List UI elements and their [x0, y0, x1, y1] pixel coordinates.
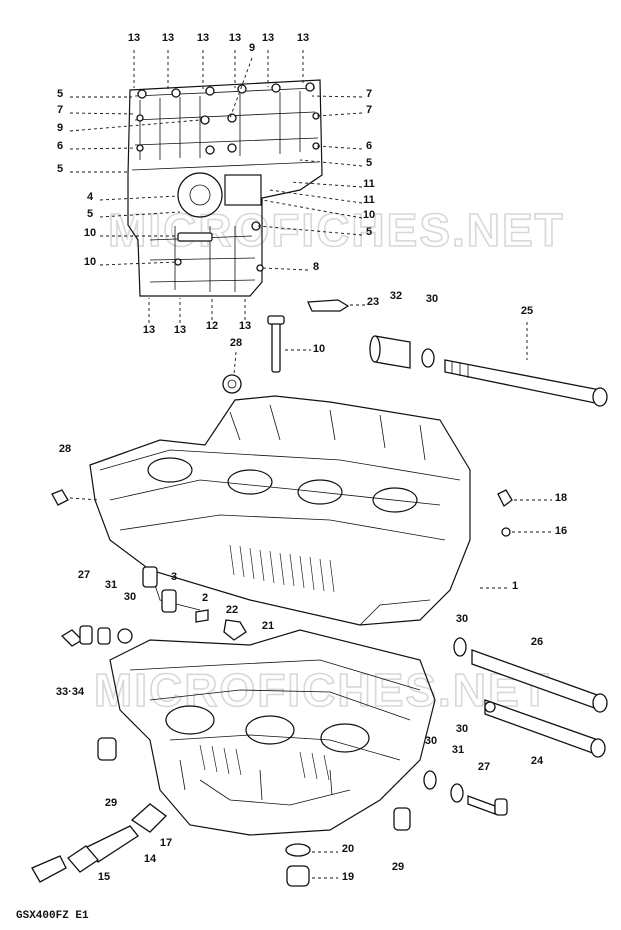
- upper-crankcase: [51, 395, 471, 626]
- loose-parts-lower: [31, 803, 338, 887]
- callout-number: 30: [425, 735, 437, 747]
- callout-number: 13: [239, 320, 251, 332]
- callout-number: 29: [392, 861, 404, 873]
- callout-number: 10: [313, 343, 325, 355]
- callout-number: 5: [57, 88, 63, 100]
- callout-number: 9: [57, 122, 63, 134]
- callout-number: 6: [57, 140, 63, 152]
- callout-number: 13: [143, 324, 155, 336]
- callout-number: 5: [57, 163, 63, 175]
- callout-number: 13: [162, 32, 174, 44]
- callout-number: 15: [98, 871, 110, 883]
- callout-number: 7: [366, 104, 372, 116]
- callout-number: 8: [313, 261, 319, 273]
- callout-number: 27: [78, 569, 90, 581]
- callout-number: 13: [297, 32, 309, 44]
- callout-number: 1: [512, 580, 518, 592]
- callout-number: 12: [206, 320, 218, 332]
- watermark-lower: MICROFICHES.NET: [94, 664, 551, 716]
- callout-number: 11: [363, 194, 375, 206]
- callout-number: 2: [202, 592, 208, 604]
- watermark-upper: MICROFICHES.NET: [108, 204, 565, 256]
- callout-number: 6: [366, 140, 372, 152]
- callout-number: 30: [456, 723, 468, 735]
- loose-parts-upper: [222, 299, 608, 407]
- loose-parts-middle: [142, 489, 608, 831]
- callout-number: 13: [174, 324, 186, 336]
- callout-number: 25: [521, 305, 533, 317]
- callout-number: 18: [555, 492, 567, 504]
- callout-number: 14: [144, 853, 157, 865]
- lower-crankcase: [60, 625, 436, 836]
- callout-number: 4: [87, 191, 94, 203]
- callout-number: 3: [171, 571, 177, 583]
- callout-number: 10: [84, 227, 96, 239]
- crankcase-bolt-pattern-view: [69, 50, 363, 323]
- callout-number: 31: [105, 579, 117, 591]
- callout-number: 27: [478, 761, 490, 773]
- callout-number: 21: [262, 620, 274, 632]
- callout-number: 5: [366, 226, 372, 238]
- callout-number: 5: [87, 208, 93, 220]
- callout-number: 28: [59, 443, 71, 455]
- callout-number: 30: [124, 591, 136, 603]
- callout-number: 30: [456, 613, 468, 625]
- callout-number: 13: [229, 32, 241, 44]
- callout-number: 17: [160, 837, 172, 849]
- callout-number: 5: [366, 157, 372, 169]
- callout-number: 19: [342, 871, 354, 883]
- callout-number: 13: [128, 32, 140, 44]
- callout-number: 28: [230, 337, 242, 349]
- callout-number: 32: [390, 290, 402, 302]
- callout-number: 30: [426, 293, 438, 305]
- callout-number: 7: [57, 104, 63, 116]
- callout-number: 20: [342, 843, 354, 855]
- callout-number: 22: [226, 604, 238, 616]
- callout-number: 13: [197, 32, 209, 44]
- callout-number: 10: [84, 256, 96, 268]
- callout-number: 33·34: [56, 686, 85, 698]
- callout-number: 10: [363, 209, 375, 221]
- callout-number: 16: [555, 525, 567, 537]
- callout-number: 24: [531, 755, 544, 767]
- callout-number: 7: [366, 88, 372, 100]
- callout-number: 31: [452, 744, 464, 756]
- callout-number: 29: [105, 797, 117, 809]
- model-code-label: GSX400FZ E1: [16, 910, 89, 922]
- callout-number: 26: [531, 636, 543, 648]
- callout-number: 23: [367, 296, 379, 308]
- callout-number: 9: [249, 42, 255, 54]
- callout-number: 11: [363, 178, 375, 190]
- callout-number: 13: [262, 32, 274, 44]
